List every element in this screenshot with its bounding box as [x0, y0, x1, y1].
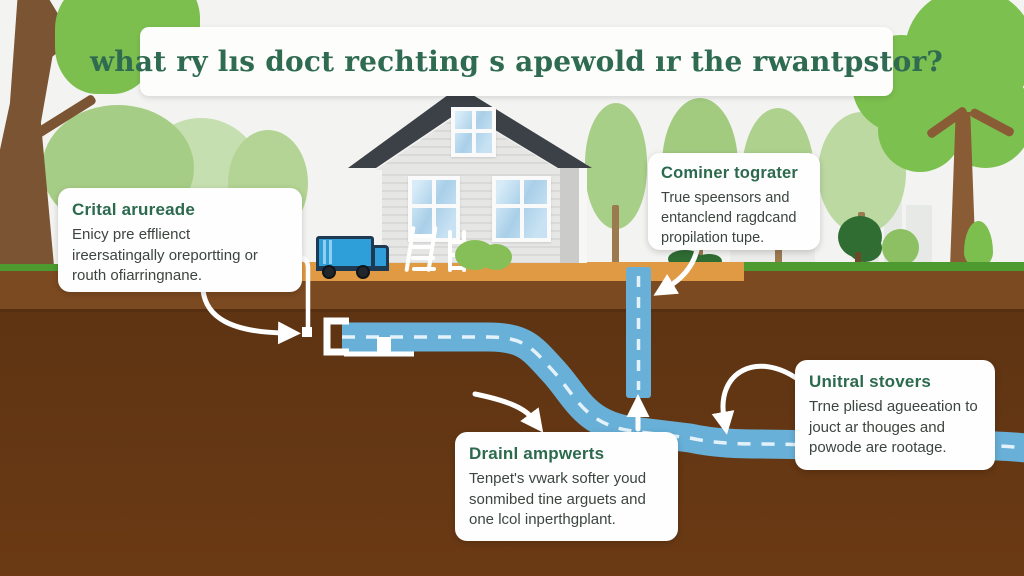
tree-icon — [964, 221, 993, 267]
callout-title: Cominer tograter — [661, 164, 799, 182]
callout-drainl-ampwerts: Drainl ampwerts Tenpet's vwark softer yo… — [455, 432, 678, 541]
flow-arrow — [653, 247, 700, 296]
callout-title: Crital arureade — [72, 200, 195, 219]
page-title: what ry lıs doct rechting s apewold ır t… — [89, 45, 944, 78]
callout-body: Tenpet's vwark softer youd sonmibed tine… — [469, 470, 647, 529]
bush-icon — [882, 229, 919, 266]
tree-icon — [878, 88, 962, 172]
white-service-line — [298, 254, 414, 357]
grass-strip-right — [742, 262, 1024, 271]
house-window — [492, 176, 551, 242]
flow-arrows — [200, 247, 802, 435]
house-corner-trim — [579, 164, 587, 263]
flow-arrow — [472, 391, 544, 433]
callout-body: True speensors and entanclend ragdcand p… — [661, 190, 797, 246]
callout-crital-arureade: Crital arureade Enicy pre efflienct iree… — [58, 188, 302, 292]
tree-trunk — [612, 205, 619, 268]
house-window — [408, 176, 460, 242]
callout-cominer-tograter: Cominer tograter True speensors and enta… — [648, 153, 820, 250]
callout-body: Enicy pre efflienct ireersatingally orep… — [72, 226, 258, 285]
inspection-pipe — [626, 267, 651, 398]
bush-icon — [480, 244, 512, 270]
flow-arrow — [711, 363, 802, 435]
bush-icon — [848, 234, 882, 262]
callout-title: Unitral stovers — [809, 372, 932, 391]
title-banner: what ry lıs doct rechting s apewold ır t… — [90, 27, 943, 96]
callout-unitral-stovers: Unitral stovers Trne pliesd agueeation t… — [795, 360, 995, 470]
box-truck-icon — [316, 234, 396, 280]
flow-arrow — [200, 287, 301, 345]
attic-window — [451, 107, 496, 157]
bush-trunk — [855, 252, 861, 269]
callout-body: Trne pliesd agueeation to jouct ar thoug… — [809, 398, 978, 457]
callout-title: Drainl ampwerts — [469, 444, 605, 463]
